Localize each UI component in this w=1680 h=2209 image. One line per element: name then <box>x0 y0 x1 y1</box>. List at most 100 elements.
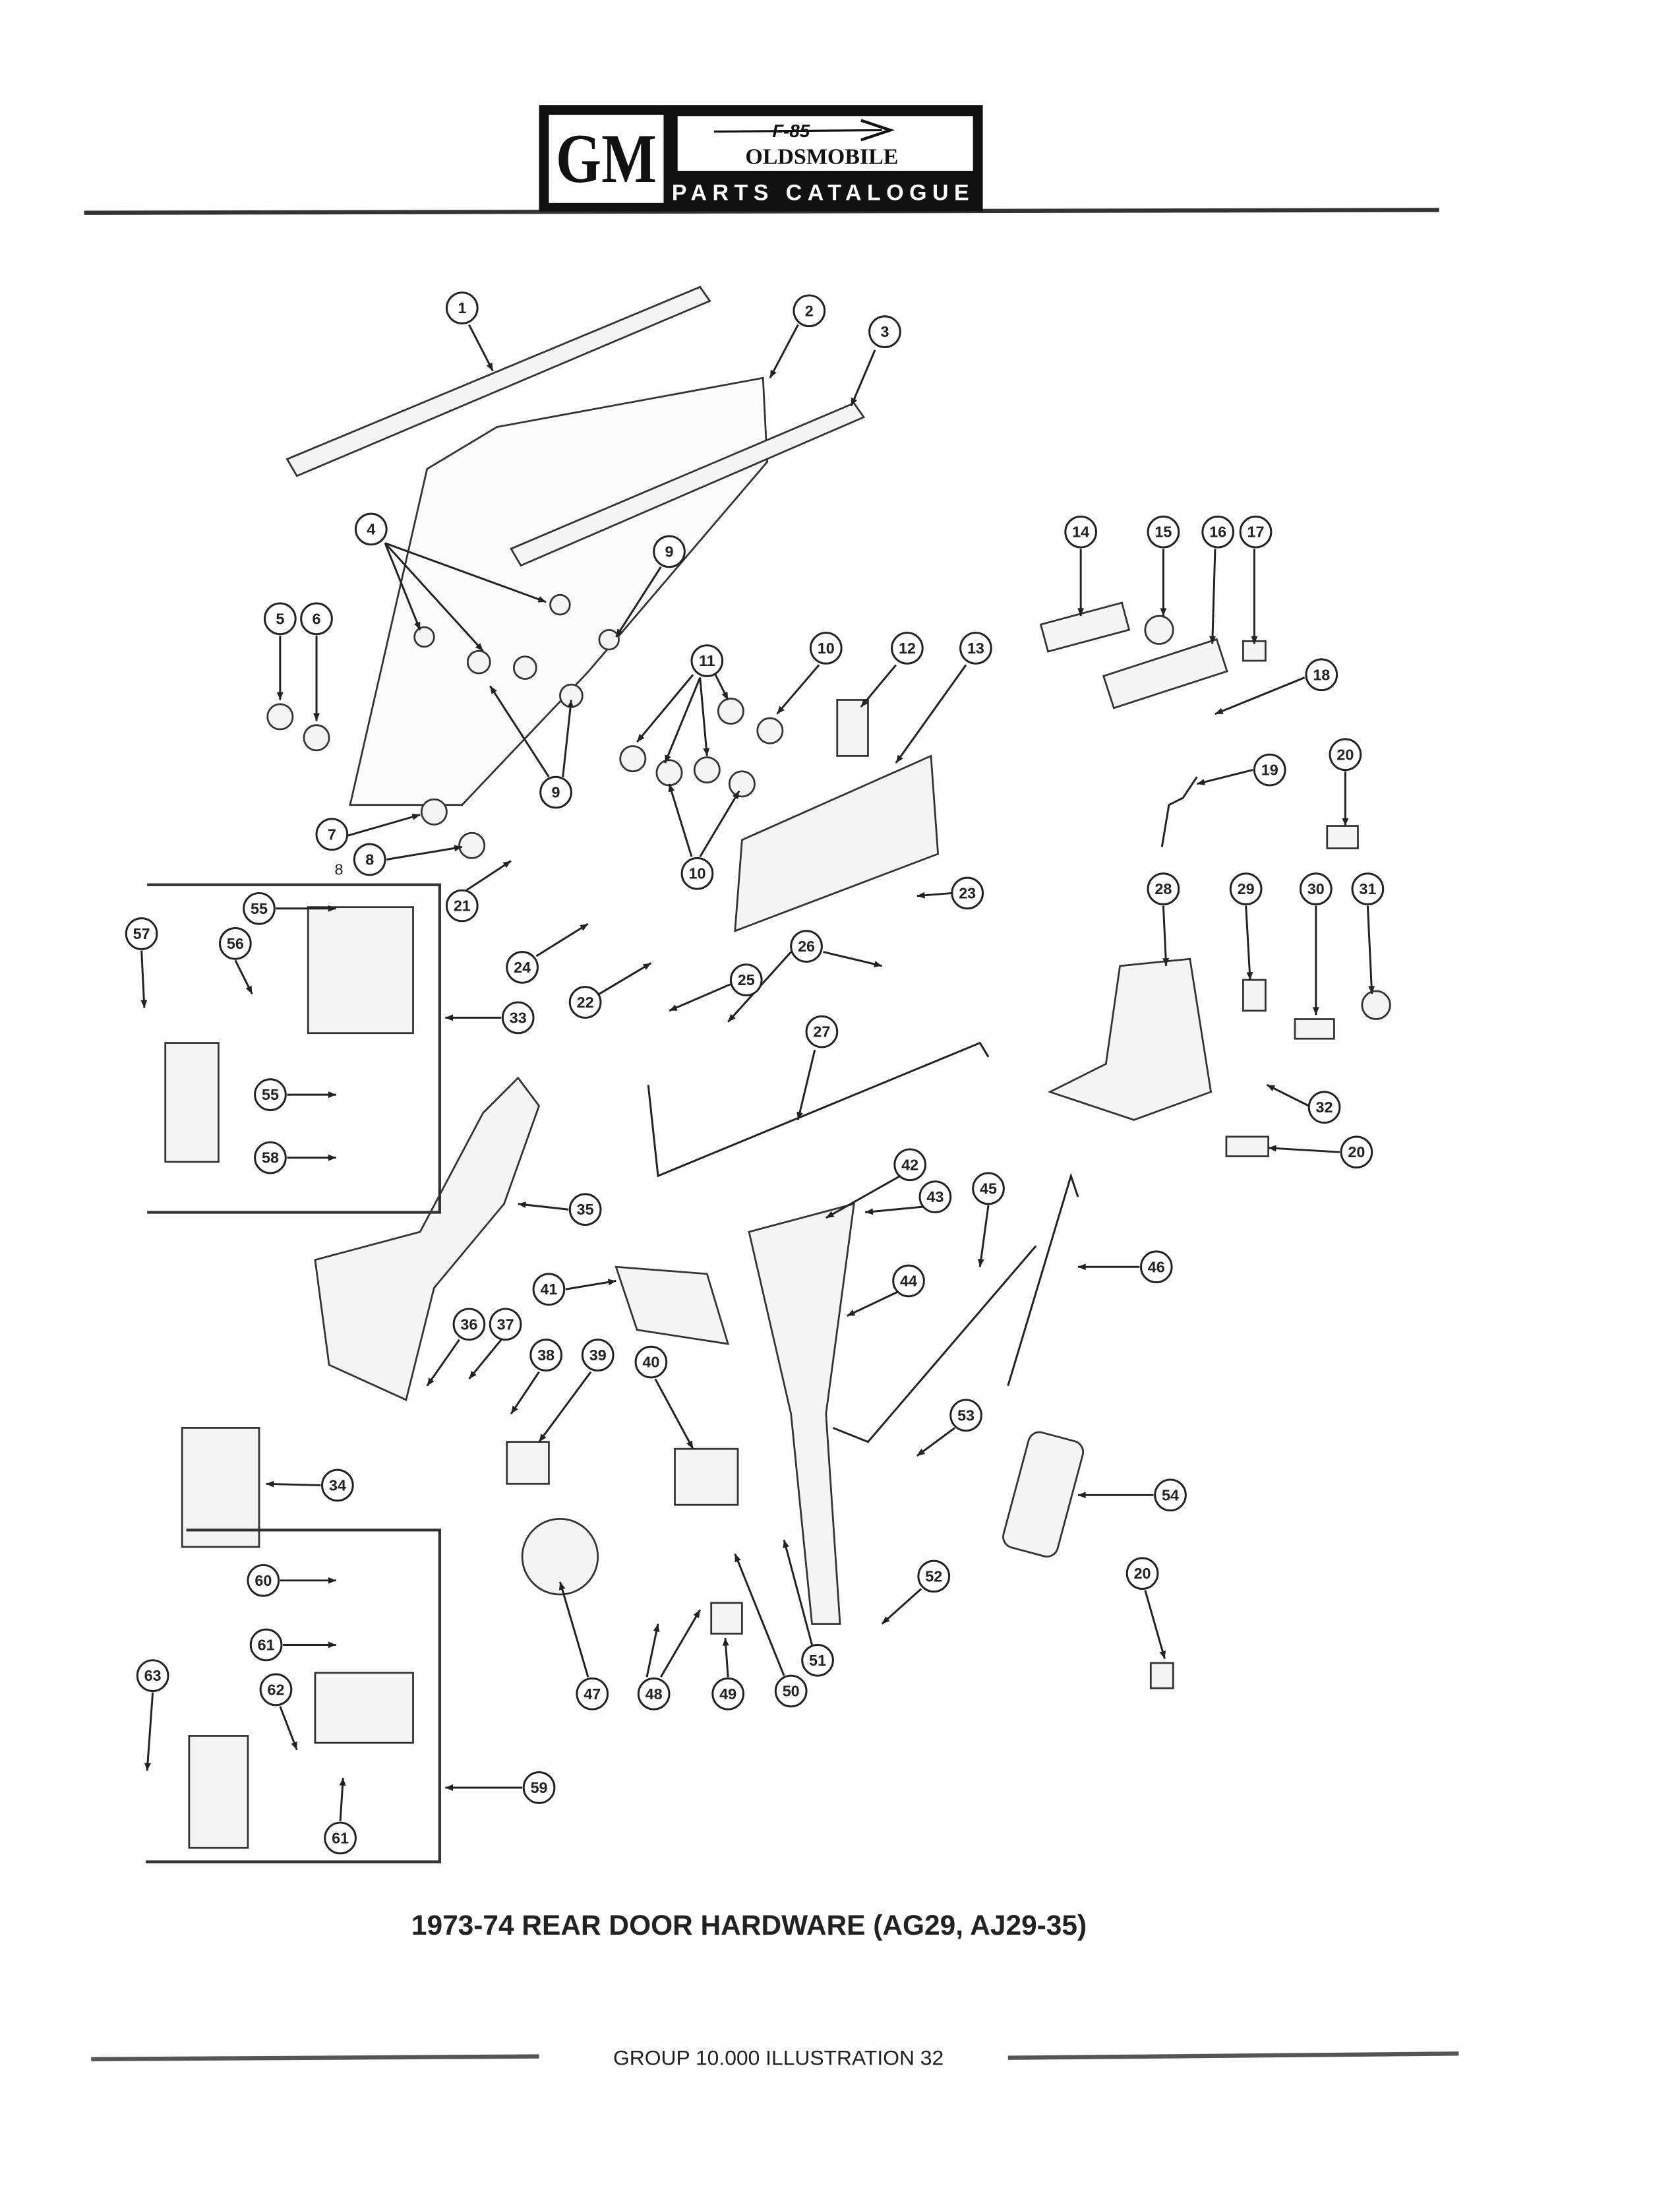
arrowhead-icon <box>266 1480 274 1488</box>
arrowhead-icon <box>783 1540 789 1548</box>
leader-line <box>1266 1083 1309 1107</box>
callout-number: 1 <box>458 299 466 317</box>
callout-circle <box>801 1643 834 1677</box>
callout-number: 21 <box>454 897 471 915</box>
callout-circle <box>637 1677 671 1710</box>
leader-line <box>489 685 550 778</box>
leader-line <box>599 962 652 995</box>
arrowhead-icon <box>539 1434 547 1442</box>
callout-34: 34 <box>321 1468 354 1502</box>
callout-11: 11 <box>690 644 724 677</box>
door-handle-assembly <box>748 1202 855 1625</box>
catalogue-text: PARTS CATALOGUE <box>672 181 975 206</box>
arrowhead-icon <box>1077 1492 1086 1499</box>
arrowhead-icon <box>607 1279 616 1286</box>
callout-41: 41 <box>532 1273 566 1306</box>
callout-circle <box>254 1078 287 1111</box>
crank-handle <box>506 1441 550 1485</box>
brand-box <box>677 116 973 171</box>
arrowhead-icon <box>1077 1263 1086 1271</box>
callout-number: 28 <box>1155 880 1172 897</box>
arrowhead-icon <box>1342 818 1349 826</box>
leader-line <box>860 664 897 708</box>
callout-number: 3 <box>880 323 889 340</box>
escutcheon <box>521 1518 599 1596</box>
callout-31: 31 <box>1351 872 1385 905</box>
callout-10: 10 <box>680 857 714 890</box>
callout-number: 20 <box>1348 1143 1365 1161</box>
callout-number: 41 <box>540 1281 557 1298</box>
window-regulator-sash <box>734 754 940 932</box>
callout-number: 42 <box>901 1156 918 1173</box>
hinge-upper <box>307 906 414 1035</box>
leader-line <box>664 677 702 764</box>
leader-line <box>1211 549 1216 644</box>
callout-circle <box>1147 872 1180 905</box>
callout-number: 35 <box>577 1201 594 1218</box>
callout-number: 47 <box>584 1685 601 1703</box>
arrowhead-icon <box>665 754 671 764</box>
callout-number: 53 <box>957 1407 975 1424</box>
callout-number: 27 <box>813 1023 830 1041</box>
callout-44: 44 <box>892 1264 925 1298</box>
arrowhead-icon <box>328 1641 336 1649</box>
callout-number: 25 <box>738 971 755 988</box>
callout-number: 63 <box>144 1667 162 1684</box>
leader-line <box>384 542 484 652</box>
callout-57: 57 <box>125 917 158 950</box>
callout-circle <box>1305 658 1338 692</box>
arrowhead-icon <box>518 1201 526 1208</box>
rod <box>1160 776 1198 847</box>
callout-circle <box>949 1399 982 1432</box>
callout-58: 58 <box>254 1141 287 1174</box>
arrowhead-icon <box>328 1577 336 1584</box>
callout-6: 6 <box>300 602 333 636</box>
callout-number: 20 <box>1336 746 1354 763</box>
callout-circle <box>1239 515 1273 549</box>
callout-17: 17 <box>1239 515 1273 549</box>
arrowhead-icon <box>642 963 651 970</box>
arrowhead-icon <box>874 961 882 967</box>
inside-lock-rod <box>647 1041 990 1178</box>
callout-54: 54 <box>1154 1478 1187 1512</box>
callout-circle <box>809 632 843 665</box>
inside-handle <box>674 1447 739 1506</box>
callout-circle <box>300 602 333 636</box>
callout-number: 20 <box>1134 1565 1151 1582</box>
arrowhead-icon <box>454 845 462 852</box>
striker-bolt <box>1294 1018 1335 1040</box>
callout-circle <box>1229 872 1263 905</box>
callout-circle <box>254 1141 287 1174</box>
rod <box>832 1245 1037 1443</box>
callout-number: 10 <box>818 640 835 657</box>
callout-number: 34 <box>329 1476 346 1494</box>
callout-61: 61 <box>324 1821 357 1855</box>
arrowhead-icon <box>1197 779 1205 785</box>
callout-20: 20 <box>1340 1135 1373 1169</box>
washer <box>717 697 744 725</box>
lock-actuator <box>1002 1431 1085 1558</box>
clip <box>1326 825 1359 849</box>
arrowhead-icon <box>686 1440 694 1449</box>
callout-circle <box>1253 753 1286 787</box>
washer <box>728 770 756 798</box>
glass-run-channel-front <box>285 286 711 477</box>
callout-56: 56 <box>219 927 252 960</box>
arrowhead-icon <box>339 1778 346 1786</box>
callout-number: 56 <box>227 935 244 952</box>
leader-lines <box>140 324 1375 1822</box>
arrow-line <box>713 129 882 133</box>
window-regulator <box>314 1076 541 1401</box>
arrowhead-icon <box>1160 608 1167 617</box>
callout-circle <box>506 951 539 984</box>
callout-number: 57 <box>133 925 150 942</box>
arrowhead-icon <box>796 1111 803 1120</box>
callout-number: 9 <box>665 543 674 560</box>
leader-line <box>776 664 820 715</box>
arrowhead-icon <box>882 1616 890 1624</box>
leader-line <box>140 950 146 1008</box>
callout-circle <box>445 889 479 923</box>
leader-line <box>468 1339 502 1380</box>
